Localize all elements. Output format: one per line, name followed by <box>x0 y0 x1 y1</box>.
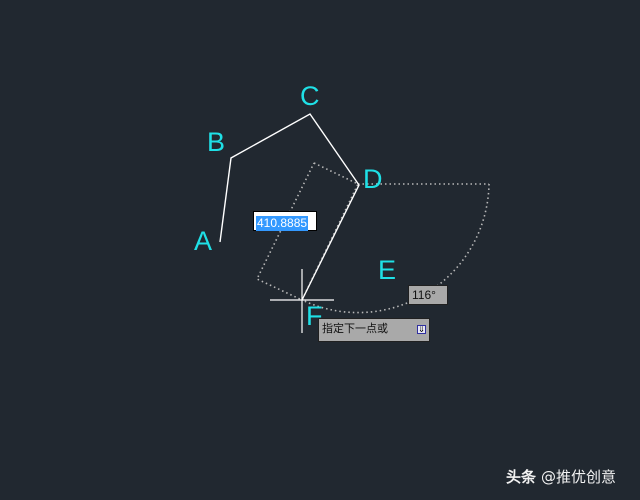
point-label-c: C <box>300 81 320 111</box>
angle-tooltip: 116° <box>408 285 448 305</box>
point-label-e: E <box>378 255 397 285</box>
point-label-b: B <box>207 127 226 157</box>
watermark-brand: 头条 <box>506 468 537 486</box>
command-prompt-text: 指定下一点或 <box>322 322 388 335</box>
polyline-path <box>219 113 360 301</box>
tracking-rectangle <box>255 162 360 302</box>
point-label-a: A <box>194 226 213 256</box>
arrow-down-icon[interactable]: ⇓ <box>417 325 426 334</box>
watermark: 头条@推优创意 <box>506 466 616 487</box>
command-prompt-tooltip: 指定下一点或 ⇓ <box>318 318 430 342</box>
angle-arc <box>301 183 490 314</box>
watermark-handle: @推优创意 <box>541 468 617 486</box>
point-label-d: D <box>363 164 383 194</box>
length-input-field[interactable]: 410.8885 <box>253 211 317 231</box>
crosshair-cursor-icon <box>270 269 334 333</box>
length-input-value: 410.8885 <box>256 216 309 231</box>
